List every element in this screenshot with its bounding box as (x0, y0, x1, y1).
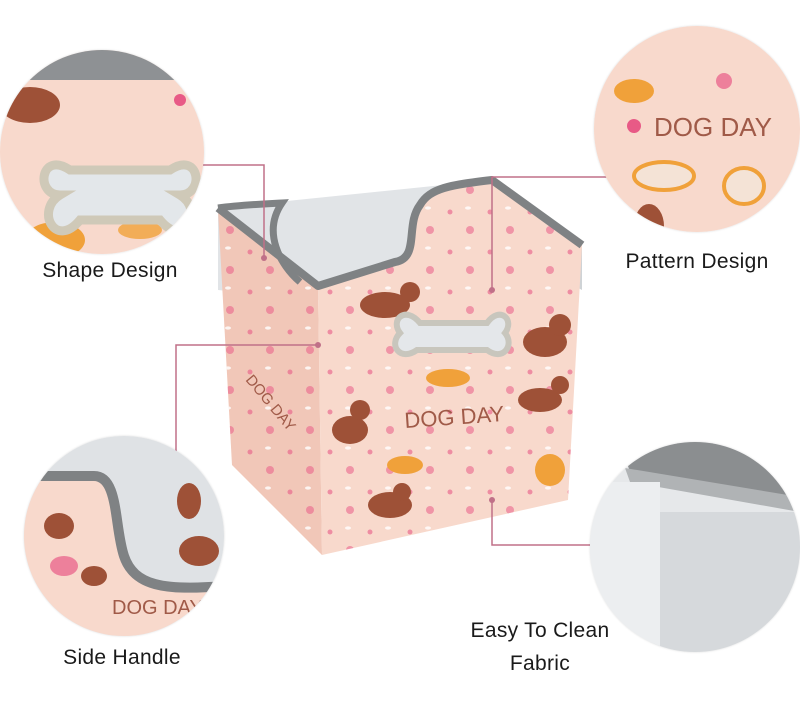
side-handle-callout: DOG DAY (24, 436, 224, 636)
shape-design-label: Shape Design (42, 259, 178, 282)
easy-clean-label-line1: Easy To Clean (470, 619, 610, 642)
easy-clean-label: Easy To Clean Fabric (430, 614, 650, 680)
bone-handle-icon (392, 311, 512, 358)
side-handle-label: Side Handle (63, 646, 181, 669)
side-handle-text: DOG DAY (112, 597, 203, 619)
pattern-design-text: DOG DAY (654, 112, 772, 142)
pattern-design-label: Pattern Design (625, 250, 769, 273)
easy-clean-label-line2: Fabric (509, 652, 571, 675)
pattern-design-callout: DOG DAY (594, 26, 800, 232)
shape-design-callout (0, 50, 204, 254)
easy-clean-callout (590, 442, 800, 652)
